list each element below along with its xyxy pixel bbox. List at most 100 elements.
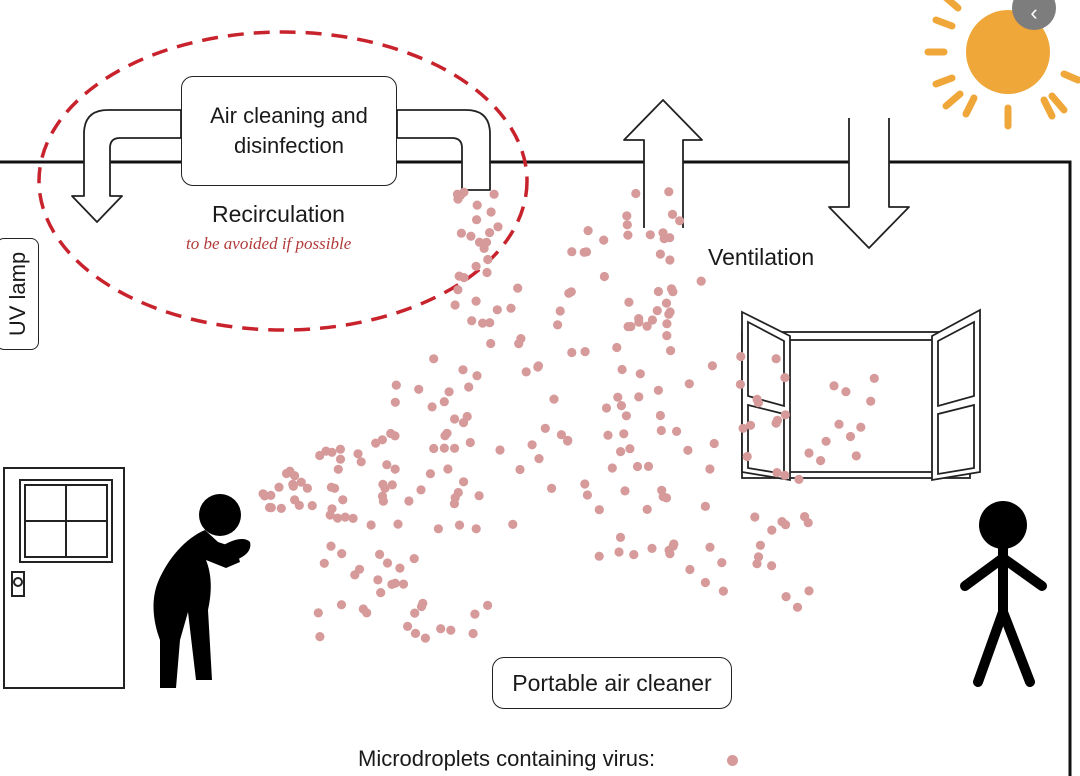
microdroplet	[382, 558, 393, 568]
microdroplet	[665, 255, 675, 265]
microdroplet	[410, 628, 421, 639]
microdroplet	[717, 558, 727, 568]
microdroplet	[425, 469, 435, 479]
microdroplet-cloud	[258, 187, 879, 643]
microdroplet	[495, 445, 505, 455]
microdroplet	[395, 563, 405, 573]
microdroplet	[683, 445, 693, 455]
microdroplet	[652, 306, 662, 316]
microdroplet	[387, 480, 397, 490]
microdroplet	[625, 444, 635, 454]
microdroplet	[615, 532, 626, 543]
microdroplet	[313, 608, 323, 618]
microdroplet	[375, 549, 385, 560]
microdroplet	[337, 549, 347, 559]
microdroplet	[472, 215, 482, 225]
microdroplet	[420, 633, 430, 643]
microdroplet	[629, 550, 639, 560]
microdroplet	[472, 200, 482, 210]
microdroplet	[705, 542, 715, 552]
microdroplet	[340, 512, 350, 522]
uv-lamp-label: UV lamp	[4, 251, 30, 337]
microdroplet	[446, 625, 456, 635]
microdroplet	[333, 513, 343, 523]
microdroplet	[845, 431, 856, 442]
microdroplet	[506, 303, 516, 313]
microdroplet	[467, 316, 477, 326]
microdroplet	[616, 401, 627, 411]
microdroplet	[647, 315, 658, 325]
microdroplet	[547, 483, 557, 493]
microdroplet	[515, 464, 525, 475]
microdroplet	[315, 632, 325, 642]
microdroplet	[356, 457, 366, 467]
microdroplet	[556, 430, 567, 440]
microdroplet	[390, 397, 400, 407]
microdroplet	[474, 491, 484, 501]
microdroplet	[393, 519, 403, 529]
microdroplet	[288, 479, 298, 489]
microdroplet	[661, 298, 672, 308]
microdroplet	[804, 448, 814, 458]
microdroplet	[735, 379, 746, 389]
microdroplet	[707, 361, 718, 371]
microdroplet	[382, 460, 392, 470]
microdroplet	[416, 485, 426, 495]
microdroplet	[566, 287, 576, 297]
ventilation-out-arrow	[623, 99, 703, 228]
recirculation-down-arrow	[71, 109, 182, 223]
microdroplet	[333, 464, 343, 474]
microdroplet	[642, 321, 652, 331]
recirculation-intake-arrow	[396, 109, 491, 191]
microdroplet	[327, 447, 337, 457]
microdroplet	[319, 558, 329, 568]
microdroplet	[362, 608, 372, 618]
microdroplet	[634, 392, 644, 402]
microdroplet	[456, 190, 466, 200]
microdroplet	[440, 431, 450, 441]
uv-lamp-box: UV lamp	[0, 238, 39, 350]
microdroplet	[599, 271, 610, 282]
microdroplet	[752, 559, 762, 569]
microdroplet	[534, 454, 544, 464]
microdroplet	[619, 429, 629, 439]
ventilation-label: Ventilation	[708, 244, 815, 270]
microdroplet	[482, 267, 492, 278]
microdroplet	[856, 422, 866, 432]
microdroplet	[816, 456, 826, 466]
door-icon	[3, 467, 125, 689]
microdroplet	[325, 510, 335, 520]
microdroplet	[742, 451, 752, 462]
microdroplet	[410, 608, 420, 618]
microdroplet	[655, 249, 666, 259]
microdroplet	[429, 354, 439, 364]
microdroplet	[622, 220, 632, 230]
microdroplet	[665, 549, 675, 559]
microdroplet	[483, 254, 493, 265]
microdroplet	[647, 543, 657, 554]
microdroplet	[439, 443, 449, 453]
microdroplet	[404, 496, 414, 506]
microdroplet	[662, 331, 672, 341]
microdroplet	[672, 426, 682, 436]
microdroplet	[666, 346, 676, 356]
microdroplet	[700, 501, 711, 511]
microdroplet	[493, 222, 503, 232]
microdroplet	[549, 394, 559, 404]
microdroplet	[335, 454, 346, 464]
microdroplet	[553, 320, 563, 330]
microdroplet	[705, 464, 715, 474]
microdroplet	[614, 547, 624, 557]
microdroplet	[527, 440, 537, 450]
microdroplet	[403, 621, 413, 632]
microdroplet	[834, 419, 844, 429]
avoid-note: to be avoided if possible	[186, 234, 352, 253]
microdroplet	[353, 449, 363, 459]
microdroplet	[664, 187, 674, 197]
microdroplet	[804, 586, 814, 596]
microdroplet	[380, 483, 390, 493]
microdroplet	[336, 600, 347, 610]
microdroplet	[642, 504, 652, 514]
recirculation-ellipse	[37, 30, 529, 332]
